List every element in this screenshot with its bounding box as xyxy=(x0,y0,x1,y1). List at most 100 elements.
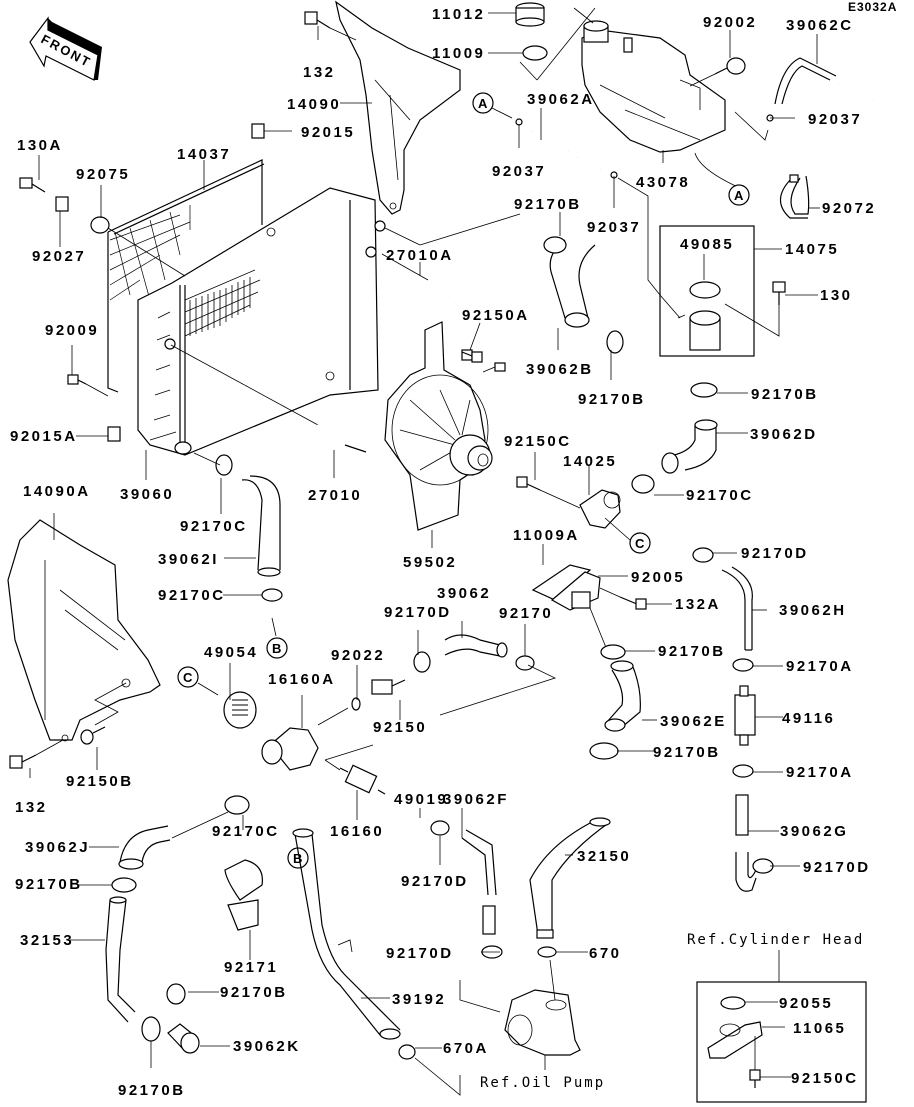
pipe-32153 xyxy=(105,896,136,1023)
part-label-92009: 92009 xyxy=(45,322,99,339)
leader-39062J xyxy=(171,811,229,839)
water-pump-housing xyxy=(504,959,581,1070)
fitting-92005 xyxy=(531,564,601,611)
part-label-92170D-2: 92170D xyxy=(384,604,452,621)
part-label-39062F: 39062F xyxy=(443,791,509,808)
fitting-16160 xyxy=(339,764,386,795)
bolt-132-bottom xyxy=(9,739,64,769)
svg-text:B: B xyxy=(293,851,302,866)
part-label-92170C-3: 92170C xyxy=(158,587,226,604)
part-label-132-bottom: 132 xyxy=(15,799,48,816)
part-label-39062I: 39062I xyxy=(158,551,219,568)
clamp-92170B-7 xyxy=(141,1016,161,1042)
clamp-92170B-1 xyxy=(543,236,567,254)
screen-14037 xyxy=(107,159,265,393)
part-label-39062K: 39062K xyxy=(233,1038,301,1055)
leader-92005-to-clamp xyxy=(589,607,608,651)
clamp-92170D-4 xyxy=(430,820,450,836)
oring-11009 xyxy=(522,45,548,61)
hose-39062B xyxy=(549,239,596,328)
part-label-130: 130 xyxy=(820,287,853,304)
part-label-92170D-1: 92170D xyxy=(741,545,809,562)
hose-39062H xyxy=(721,566,753,651)
part-label-92005: 92005 xyxy=(631,569,685,586)
hose-39062G xyxy=(735,794,757,892)
cap-11012 xyxy=(515,2,545,27)
clamp-92072 xyxy=(779,174,810,219)
hose-39062K xyxy=(167,1023,200,1054)
part-label-14090A: 14090A xyxy=(23,483,91,500)
hose-39062I xyxy=(241,475,281,577)
bolt-49019 xyxy=(399,804,429,822)
clip-92015 xyxy=(251,123,265,139)
hose-39062C xyxy=(774,57,873,105)
bolt-92150B xyxy=(80,726,106,745)
part-label-92150C-2: 92150C xyxy=(791,1070,859,1087)
ref-cylinder-head-label: Ref.Cylinder Head xyxy=(687,932,864,948)
reservoir-tank-43078 xyxy=(581,20,741,189)
part-label-92150: 92150 xyxy=(373,719,427,736)
part-label-92170D-4: 92170D xyxy=(803,859,871,876)
filter-49116 xyxy=(734,685,756,746)
part-label-39060: 39060 xyxy=(120,486,174,503)
radiator-39060 xyxy=(137,187,521,456)
pipe-39192 xyxy=(292,828,401,1040)
collar-92027 xyxy=(55,196,69,212)
thermostat-housing-group-14075 xyxy=(659,225,755,357)
part-label-27010: 27010 xyxy=(308,487,362,504)
part-label-92170B-4: 92170B xyxy=(658,643,726,660)
part-label-92170B-8: 92170B xyxy=(118,1082,186,1099)
svg-text:B: B xyxy=(272,641,281,656)
leader-lines xyxy=(29,12,820,1078)
part-label-92170A-1: 92170A xyxy=(786,658,854,675)
part-label-16160A: 16160A xyxy=(268,671,336,688)
bolt-132A xyxy=(599,587,647,610)
clamp-92170A-2 xyxy=(732,764,754,778)
clamp-92170C-4 xyxy=(224,795,250,815)
ref-mark-c-left: C xyxy=(177,666,219,696)
part-label-14037: 14037 xyxy=(177,146,231,163)
clamp-92170D-1 xyxy=(692,547,714,563)
part-label-92027: 92027 xyxy=(32,248,86,265)
bolt-92150A xyxy=(461,351,483,363)
part-label-11012: 11012 xyxy=(432,6,485,23)
part-label-32153: 32153 xyxy=(20,932,74,949)
bolt-92002 xyxy=(689,57,746,87)
part-label-49054: 49054 xyxy=(204,644,258,661)
fitting-92150 xyxy=(371,679,406,695)
pipe-32150 xyxy=(529,817,611,939)
part-label-92037-a: 92037 xyxy=(492,163,546,180)
holder-92171 xyxy=(224,859,263,931)
housing-14025 xyxy=(579,489,631,541)
part-label-92022: 92022 xyxy=(331,647,385,664)
part-label-43078: 43078 xyxy=(636,174,690,191)
part-label-11009A: 11009A xyxy=(513,527,580,544)
part-label-92150C-1: 92150C xyxy=(504,433,572,450)
clamp-92170C-3 xyxy=(261,588,283,602)
clamp-92170B-5 xyxy=(589,742,619,760)
part-label-92150B: 92150B xyxy=(66,773,134,790)
part-label-92170C-1: 92170C xyxy=(686,487,754,504)
part-label-92055: 92055 xyxy=(779,995,833,1012)
sensor-27010A xyxy=(426,277,452,299)
part-label-92015: 92015 xyxy=(301,124,355,141)
part-label-92170C-4: 92170C xyxy=(212,823,280,840)
part-label-32150: 32150 xyxy=(577,848,631,865)
leader-670A xyxy=(414,980,501,1096)
clamp-92170A-1 xyxy=(732,658,754,672)
oring-670 xyxy=(537,946,557,958)
clamp-92170B-6 xyxy=(111,877,137,893)
housing-16160A xyxy=(261,707,349,771)
part-label-39062E: 39062E xyxy=(660,713,727,730)
part-label-670A: 670A xyxy=(443,1040,489,1057)
screw-92009 xyxy=(67,374,109,397)
part-label-130A: 130A xyxy=(17,137,63,154)
part-label-49116: 49116 xyxy=(782,710,835,727)
front-arrow-icon: FRONT xyxy=(29,16,102,81)
diagram-code: E3032A xyxy=(848,0,897,14)
sensor-27010 xyxy=(314,424,367,453)
clamp-92170C-2 xyxy=(215,454,233,476)
bolt-92150C xyxy=(516,476,581,509)
part-label-39062J: 39062J xyxy=(25,839,90,856)
